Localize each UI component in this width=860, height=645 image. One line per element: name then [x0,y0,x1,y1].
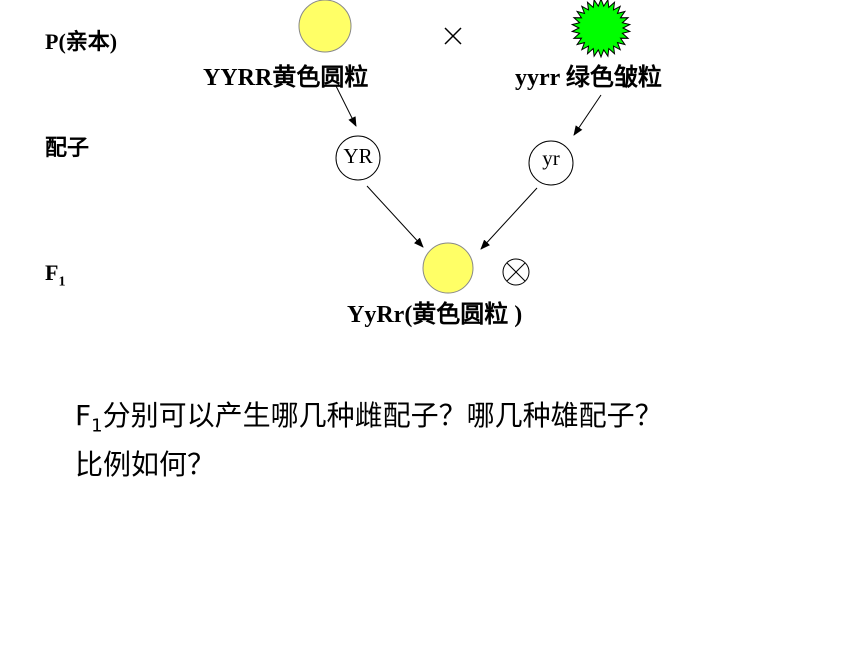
arrow-gamete-to-f1-left [366,185,424,248]
selfing-symbol [502,258,530,286]
question-line-1-text: 分别可以产生哪几种雌配子？哪几种雄配子？ [102,399,663,432]
label-f1-base: F [45,260,59,285]
label-f1: F1 [45,260,65,290]
parent-yellow-round-pea [298,0,352,53]
parent-right-genotype: yyrr 绿色皱粒 [515,65,662,91]
arrow-gamete-to-f1-right [480,187,538,250]
parent-green-wrinkled-pea [570,0,632,59]
gamete-left-label: YR [343,144,373,168]
question-line-2: 比例如何？ [75,447,216,481]
arrow-parent-to-gamete-left [335,85,357,127]
question-line-1: F1分别可以产生哪几种雌配子？哪几种雄配子？ [75,397,663,446]
label-f1-sub: 1 [58,274,66,290]
arrow-parent-to-gamete-right [573,94,602,136]
label-gamete: 配子 [45,135,90,160]
parent-left-genotype: YYRR黄色圆粒 [203,65,369,91]
gamete-right-label: yr [542,146,560,170]
gamete-circle-yr-recessive [528,140,574,186]
f1-genotype: YyRr(黄色圆粒 ) [347,302,523,328]
label-parent: P(亲本) [45,29,118,54]
f1-yellow-round-pea [422,242,474,294]
cross-symbol [444,27,462,45]
question-prefix: F [75,399,92,432]
question-prefix-sub: 1 [91,415,103,437]
gamete-circle-yr-dominant [335,135,381,181]
question-text: F1分别可以产生哪几种雌配子？哪几种雄配子？ 比例如何？ [75,397,663,484]
